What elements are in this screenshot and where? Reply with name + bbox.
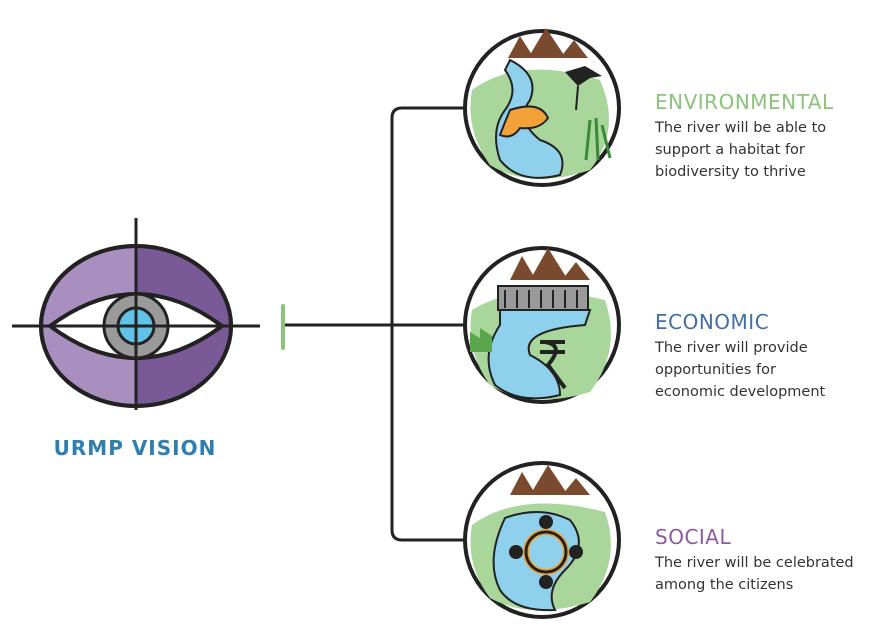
pillar-environmental: ENVIRONMENTAL The river will be able to … [655,90,887,183]
economic-icon [463,246,621,404]
connector-lines [283,106,468,542]
vision-title: URMP VISION [53,436,217,460]
pillar-text: The river will be celebrated among the c… [655,555,854,593]
social-icon [463,461,621,619]
environmental-icon [463,28,621,187]
pillar-economic: ECONOMIC The river will provide opportun… [655,310,887,403]
pillar-text: The river will provide opportunities for… [655,340,826,400]
eye-icon [12,218,260,410]
pillar-heading: SOCIAL [655,525,732,549]
pillar-heading: ECONOMIC [655,310,770,334]
pillar-heading: ENVIRONMENTAL [655,90,834,114]
pillar-text: The river will be able to support a habi… [655,120,827,180]
pillar-social: SOCIAL The river will be celebrated amon… [655,525,887,596]
